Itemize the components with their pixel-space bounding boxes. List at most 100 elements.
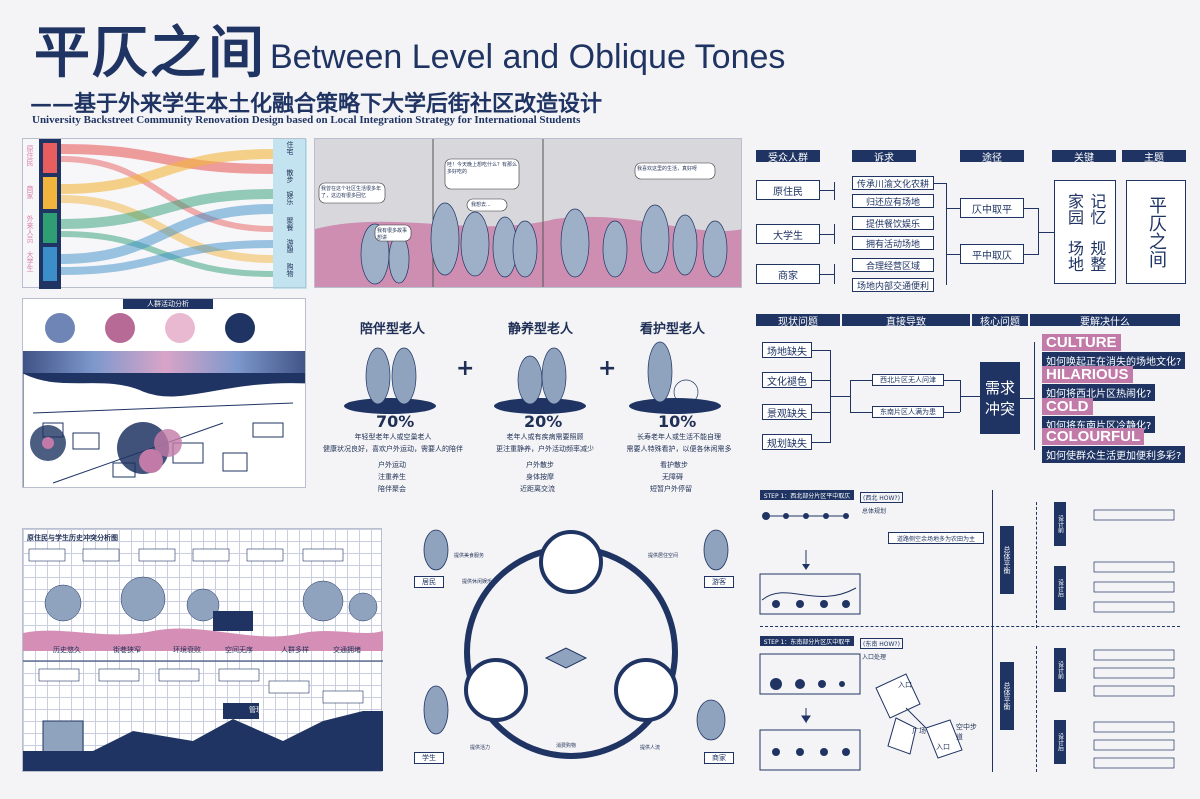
question: 如何将西北片区热闹化?: [1042, 384, 1156, 401]
step1-title: STEP 1：西北部分片区平中取仄: [760, 490, 854, 500]
cycle-label: 提供人流: [640, 745, 661, 751]
key-text: 记忆家园: [1065, 192, 1107, 225]
comic-bubble: 我喜欢这里的生活，真好呀: [637, 166, 698, 172]
sankey-right-label: 购物: [286, 263, 294, 277]
before-label: 设计前: [1054, 648, 1066, 692]
elder-percent-1: 70%: [376, 412, 415, 431]
group-box: 商家: [756, 264, 820, 284]
elder-type-1: 陪伴型老人: [360, 322, 426, 337]
cycle-label: 消费购物: [556, 743, 577, 749]
group-box: 原住民: [756, 180, 820, 200]
main-title-cn: 平仄之间: [34, 21, 266, 86]
elder-need: 更注重静养，户外活动频率减少: [496, 445, 594, 453]
step1-sub: 总体规划: [862, 508, 887, 515]
cycle-label: 提供休闲娱乐: [462, 579, 493, 585]
crowd-map-panel: 人群活动分析: [22, 298, 306, 488]
step1-graphic: [759, 512, 861, 615]
sankey-graphic: [39, 139, 307, 289]
cause-box: 西北片区无人问津: [872, 374, 944, 386]
after-label: 设计后: [1054, 566, 1066, 610]
question: 如何唤起正在消失的场地文化?: [1042, 352, 1186, 369]
sankey-right-label: 游憩: [286, 239, 294, 253]
elder-item: 身体按摩: [526, 473, 554, 481]
word-culture: CULTURE: [1042, 334, 1121, 351]
comic-bubble: 我想去...: [471, 202, 491, 208]
visitor-icon: [165, 313, 195, 343]
theme-text: 平仄之间: [1146, 196, 1167, 268]
elder-percent-3: 10%: [658, 412, 697, 431]
merchant-icon: [105, 313, 135, 343]
cycle-label: 提供活力: [470, 745, 491, 751]
elder-desc: 老年人或有疾病需要照顾: [506, 433, 584, 441]
sankey-left-label: 外来人员: [26, 215, 34, 243]
problem-box: 景观缺失: [762, 404, 812, 420]
entry-label: 入口: [936, 743, 950, 751]
entry-label: 入口: [898, 681, 912, 689]
subtitle-en: University Backstreet Community Renovati…: [32, 114, 581, 126]
demand-box: 提供餐饮娱乐: [852, 216, 934, 230]
elder-item: 户外运动: [378, 461, 406, 469]
elder-item: 短暂户外停留: [650, 485, 692, 493]
elder-item: 陪伴聚会: [378, 485, 406, 493]
sankey-right-label: 娱乐: [286, 191, 294, 205]
flow1-header: 关键: [1052, 150, 1116, 164]
cycle-graphic: [423, 529, 729, 759]
path-box: 仄中取平: [960, 198, 1024, 218]
plus-sign: +: [456, 356, 475, 381]
word-cold: COLD: [1042, 398, 1093, 415]
problem-box: 文化褪色: [762, 372, 812, 388]
core-problem: 需求冲突: [980, 362, 1020, 434]
after-label: 设计后: [1054, 720, 1066, 764]
node-merchant: 商家: [704, 752, 734, 764]
flow-sankey-panel: 原住民 商家 外来人员 大学生 住宅 散步 娱乐 聚餐 游憩 购物: [22, 138, 307, 289]
step2-graphic: [759, 653, 963, 771]
comic-bubble: 我有很多故事想讲: [377, 228, 408, 241]
elder-percent-2: 20%: [524, 412, 563, 431]
subtitle-cn: ——基于外来学生本土化融合策略下大学后街社区改造设计: [30, 91, 603, 117]
steps-right-bars: [1093, 509, 1175, 769]
resident-icon: [45, 313, 75, 343]
history-title: 原住民与学生历史冲突分析图: [27, 534, 118, 542]
node-resident: 居民: [414, 576, 444, 588]
entry-label: 空中步道: [956, 723, 977, 741]
flow2-header: 现状问题: [756, 314, 840, 328]
node-tourist: 游客: [704, 576, 734, 588]
student-icon: [225, 313, 255, 343]
main-title-en: Between Level and Oblique Tones: [270, 38, 786, 76]
step2-sub: 入口处理: [862, 654, 887, 661]
theme-box: 平仄之间: [1126, 180, 1186, 284]
elder-item: 户外散步: [526, 461, 554, 469]
flow2-header: 核心问题: [972, 314, 1028, 328]
problem-box: 规划缺失: [762, 434, 812, 450]
side-label-1: 总体平衡: [1000, 526, 1014, 594]
key-text: 规整场地: [1065, 239, 1107, 272]
elder-item: 看护散步: [660, 461, 688, 469]
history-label: 交通拥堵: [333, 646, 361, 654]
history-label: 环境衰败: [173, 646, 201, 654]
path-box: 平中取仄: [960, 244, 1024, 264]
elder-desc: 年轻型老年人或空巢老人: [354, 433, 432, 441]
flow1-header: 途径: [960, 150, 1024, 164]
side-label-2: 总体平衡: [1000, 662, 1014, 730]
elder-need: 需要人特殊看护，以便各休闲需多: [626, 445, 732, 453]
sankey-right-label: 聚餐: [286, 217, 294, 231]
step2-title: STEP 1：东南部分片区仄中取平: [760, 636, 854, 646]
comic-panel: 我曾在这个社区生活很多年了，这边有很多回忆 哇！今天晚上想吃什么？有那么多好吃的…: [314, 138, 742, 288]
comic-bubble: 我曾在这个社区生活很多年了，这边有很多回忆: [321, 186, 382, 199]
step2-tag: (东南 HOW?): [860, 638, 903, 649]
elder-need: 健康状况良好，喜欢户外运动，需要人的陪伴: [323, 445, 463, 453]
sankey-left-label: 原住民: [26, 145, 34, 166]
flow1-header: 主题: [1122, 150, 1186, 164]
sankey-right-label: 散步: [286, 169, 294, 183]
comic-graphic: [315, 139, 741, 287]
step1-tag: (西北 HOW?): [860, 492, 903, 503]
before-label: 设计前: [1054, 502, 1066, 546]
comic-bubble: 哇！今天晚上想吃什么？有那么多好吃的: [447, 162, 518, 175]
demand-box: 传承川渝文化农耕: [852, 176, 934, 190]
node-student: 学生: [414, 752, 444, 764]
plus-sign: +: [598, 356, 617, 381]
history-label: 空间无序: [225, 646, 253, 654]
step1-text: 道路侧空余场地多为农田为主: [888, 532, 984, 544]
demand-box: 归还应有场地: [852, 194, 934, 208]
problem-box: 场地缺失: [762, 342, 812, 358]
